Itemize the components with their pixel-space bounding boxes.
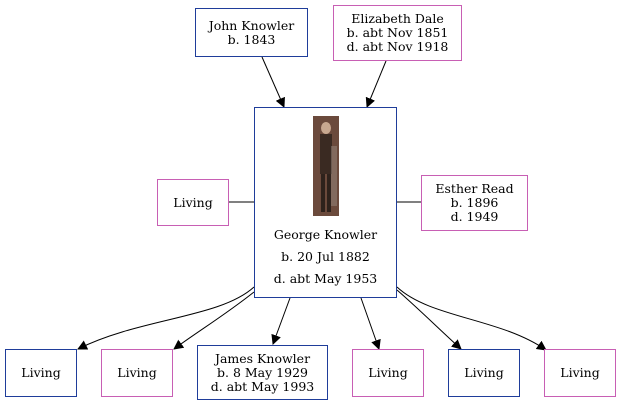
edge-subject-to-child-1 <box>78 287 254 349</box>
father-node[interactable]: John Knowler b. 1843 <box>195 8 308 57</box>
edge-mother-to-subject <box>367 61 386 107</box>
subject-birth: b. 20 Jul 1882 <box>281 246 370 268</box>
child-3-birth: b. 8 May 1929 <box>217 366 308 380</box>
child-5-name: Living <box>464 366 503 380</box>
edge-subject-to-child-2 <box>174 292 254 349</box>
child-node-3[interactable]: James Knowler b. 8 May 1929 d. abt May 1… <box>197 345 328 400</box>
spouse-right-name: Esther Read <box>435 182 513 196</box>
child-3-death: d. abt May 1993 <box>211 380 315 394</box>
child-node-6[interactable]: Living <box>544 349 616 397</box>
subject-death: d. abt May 1953 <box>274 268 378 290</box>
mother-death: d. abt Nov 1918 <box>347 40 449 54</box>
child-node-1[interactable]: Living <box>5 349 77 397</box>
child-3-name: James Knowler <box>215 352 310 366</box>
child-node-5[interactable]: Living <box>448 349 520 397</box>
spouse-right-birth: b. 1896 <box>451 196 499 210</box>
edge-subject-to-child-4 <box>361 298 379 349</box>
father-name: John Knowler <box>209 19 295 33</box>
subject-photo <box>313 116 339 216</box>
edge-subject-to-child-5 <box>397 290 461 349</box>
child-node-4[interactable]: Living <box>352 349 424 397</box>
spouse-right-death: d. 1949 <box>451 210 499 224</box>
edge-subject-to-child-3 <box>273 298 290 344</box>
child-2-name: Living <box>117 366 156 380</box>
subject-name: George Knowler <box>274 224 377 246</box>
subject-node[interactable]: George Knowler b. 20 Jul 1882 d. abt May… <box>254 107 397 298</box>
child-6-name: Living <box>560 366 599 380</box>
mother-name: Elizabeth Dale <box>351 12 443 26</box>
edge-subject-to-child-6 <box>397 287 546 350</box>
father-birth: b. 1843 <box>228 33 276 47</box>
child-4-name: Living <box>368 366 407 380</box>
child-1-name: Living <box>21 366 60 380</box>
mother-birth: b. abt Nov 1851 <box>347 26 449 40</box>
mother-node[interactable]: Elizabeth Dale b. abt Nov 1851 d. abt No… <box>333 5 462 61</box>
spouse-node-left[interactable]: Living <box>157 179 229 226</box>
child-node-2[interactable]: Living <box>101 349 173 397</box>
spouse-node-right[interactable]: Esther Read b. 1896 d. 1949 <box>421 175 528 231</box>
edge-father-to-subject <box>262 57 284 107</box>
spouse-left-name: Living <box>173 196 212 210</box>
